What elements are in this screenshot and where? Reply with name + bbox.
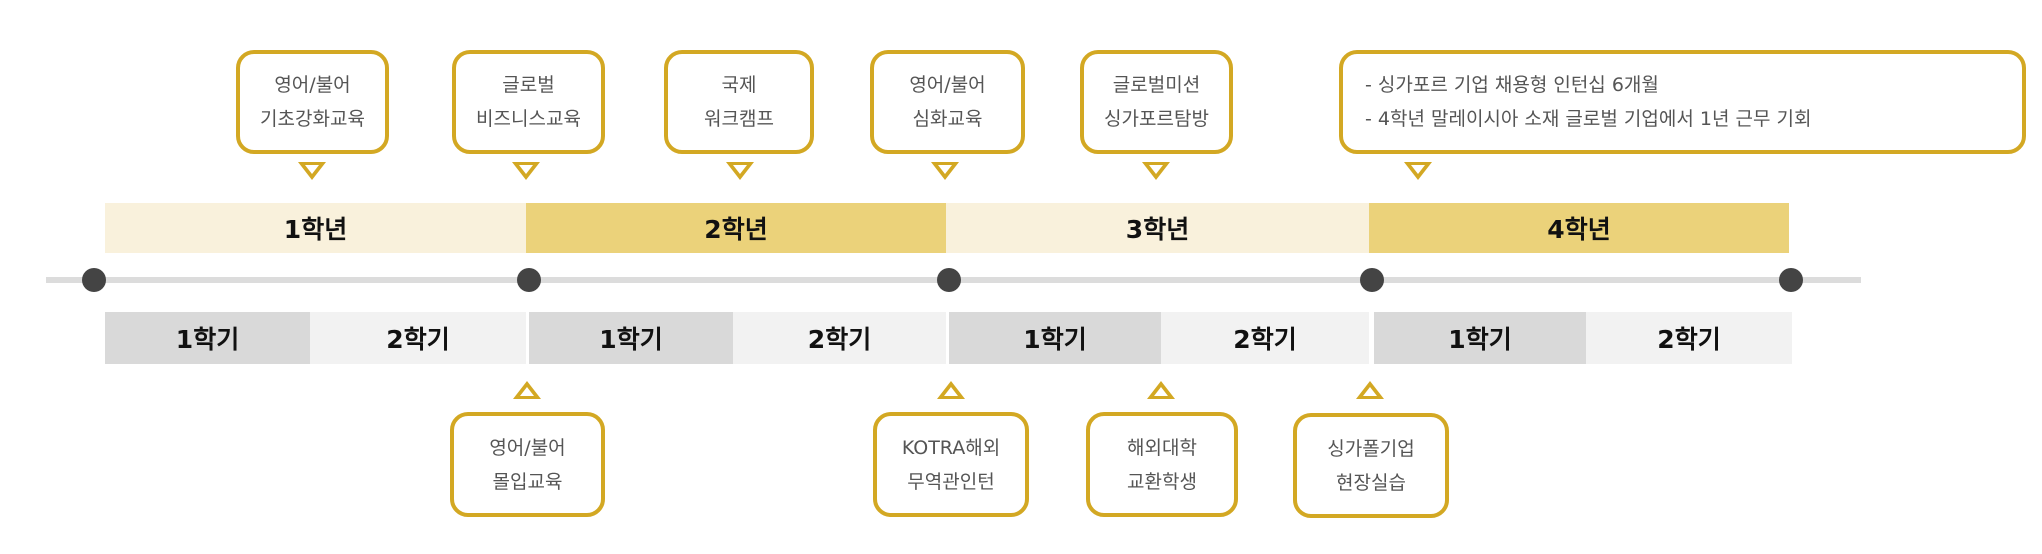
event-text: 기초강화교육	[260, 108, 365, 130]
pointer-down-icon	[1404, 162, 1432, 180]
timeline-dot	[937, 268, 961, 292]
event-text: 영어/불어	[274, 74, 351, 96]
semester-cell: 2학기	[1161, 312, 1369, 364]
semester-label: 2학기	[1233, 325, 1297, 354]
event-text: 몰입교육	[492, 470, 563, 493]
year-label: 3학년	[1125, 215, 1190, 244]
semester-label: 1학기	[599, 325, 663, 354]
semester-cell: 2학기	[733, 312, 946, 364]
event-text: KOTRA해외	[901, 436, 1001, 459]
year-label: 4학년	[1547, 215, 1611, 244]
year-2: 2학년	[526, 203, 946, 253]
pointer-down-icon	[298, 162, 326, 180]
event-text: 영어/불어	[909, 74, 986, 96]
year-3: 3학년	[946, 203, 1369, 253]
semester-label: 2학기	[1657, 325, 1721, 354]
event-box-basic-language: 영어/불어 기초강화교육	[236, 50, 389, 154]
year-label: 1학년	[283, 215, 348, 244]
year-label: 2학년	[704, 215, 768, 244]
timeline-dot	[82, 268, 106, 292]
semester-label: 2학기	[807, 325, 872, 354]
year-4: 4학년	[1369, 203, 1789, 253]
semester-cell: 2학기	[1586, 312, 1792, 364]
semester-cell: 1학기	[1374, 312, 1586, 364]
event-box-immersion-language: 영어/불어 몰입교육	[450, 412, 605, 517]
pointer-down-icon	[931, 162, 959, 180]
event-text: 비즈니스교육	[476, 108, 581, 130]
pointer-down-icon	[512, 162, 540, 180]
event-text: - 싱가포르 기업 채용형 인턴십 6개월	[1365, 74, 1659, 96]
pointer-up-icon	[1147, 381, 1175, 399]
event-text: 심화교육	[912, 108, 983, 130]
event-box-exchange-student: 해외대학 교환학생	[1086, 412, 1238, 517]
event-text: 무역관인턴	[907, 470, 995, 493]
timeline-dot	[517, 268, 541, 292]
event-text: 영어/불어	[489, 436, 566, 459]
event-box-advanced-language: 영어/불어 심화교육	[870, 50, 1025, 154]
event-box-global-business: 글로벌 비즈니스교육	[452, 50, 605, 154]
event-text: 싱가폴기업	[1327, 437, 1415, 460]
event-box-singapore-practicum: 싱가폴기업 현장실습	[1293, 413, 1449, 518]
semester-label: 2학기	[386, 325, 450, 354]
semester-label: 1학기	[1023, 325, 1087, 354]
event-box-singapore-internship: - 싱가포르 기업 채용형 인턴십 6개월 - 4학년 말레이시아 소재 글로벌…	[1339, 50, 2026, 154]
pointer-down-icon	[1142, 162, 1170, 180]
event-box-workcamp: 국제 워크캠프	[664, 50, 814, 154]
pointer-up-icon	[1356, 381, 1384, 399]
event-text: 싱가포르탐방	[1104, 108, 1209, 130]
event-text: 국제	[721, 74, 757, 96]
event-text: 글로벌미션	[1112, 74, 1201, 96]
semester-cell: 2학기	[310, 312, 526, 364]
event-box-kotra-intern: KOTRA해외 무역관인턴	[873, 412, 1029, 517]
semester-cell: 1학기	[529, 312, 733, 364]
event-text: 워크캠프	[704, 108, 774, 130]
timeline-dot	[1360, 268, 1384, 292]
event-text: 교환학생	[1127, 470, 1197, 493]
pointer-down-icon	[726, 162, 754, 180]
semester-label: 1학기	[1448, 325, 1512, 354]
event-text: 현장실습	[1336, 471, 1406, 494]
event-box-global-mission: 글로벌미션 싱가포르탐방	[1080, 50, 1233, 154]
pointer-up-icon	[513, 381, 541, 399]
semester-label: 1학기	[175, 325, 240, 354]
pointer-up-icon	[937, 381, 965, 399]
year-1: 1학년	[105, 203, 526, 253]
event-text: - 4학년 말레이시아 소재 글로벌 기업에서 1년 근무 기회	[1365, 108, 1812, 130]
event-text: 글로벌	[502, 74, 555, 96]
semester-cell: 1학기	[949, 312, 1161, 364]
event-text: 해외대학	[1127, 436, 1197, 459]
timeline-dot	[1779, 268, 1803, 292]
semester-cell: 1학기	[105, 312, 310, 364]
